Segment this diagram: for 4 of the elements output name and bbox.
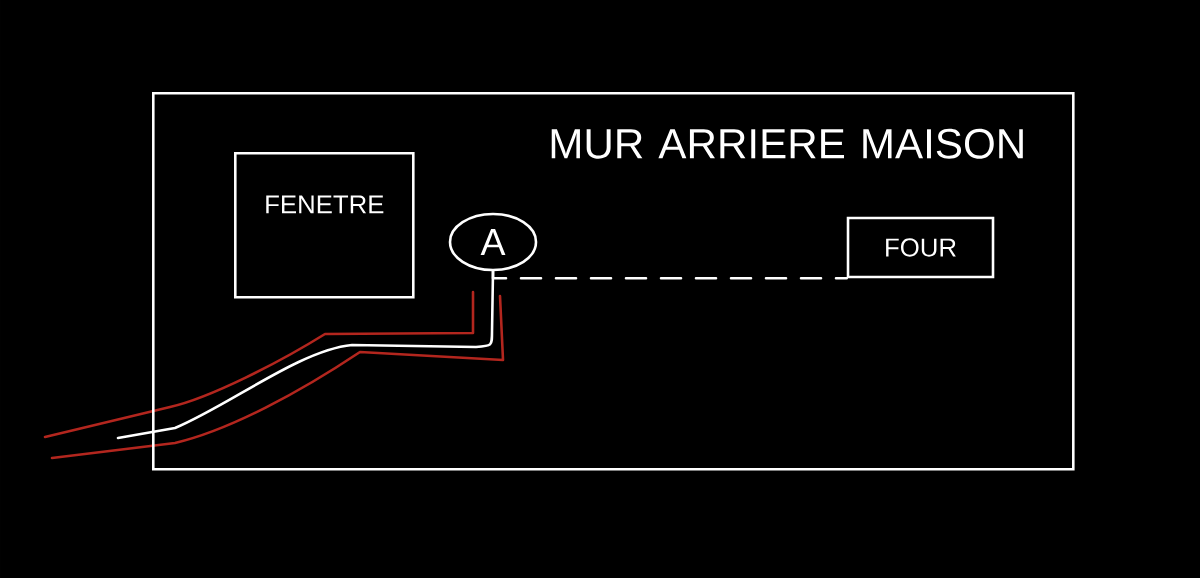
- pipe-line: [116, 270, 495, 440]
- oven-box: FOUR: [846, 216, 995, 279]
- circled-letter: A: [448, 212, 538, 272]
- window-box: FENETRE: [234, 152, 415, 299]
